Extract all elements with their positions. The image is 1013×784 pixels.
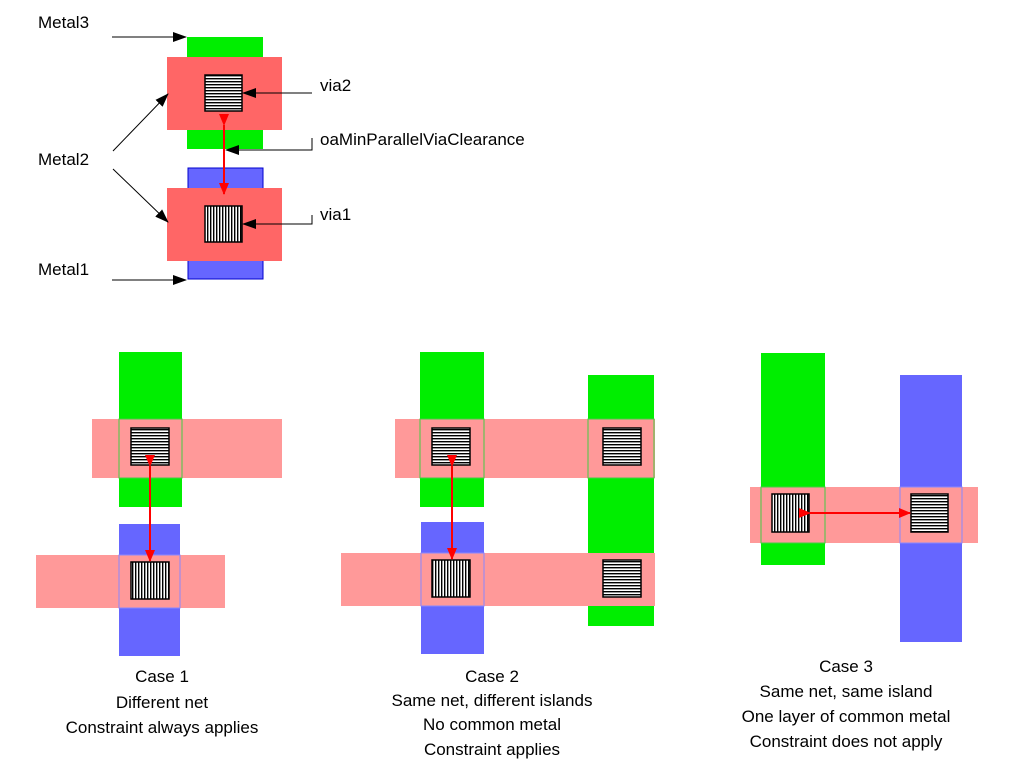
constraint-label: oaMinParallelViaClearance [320, 130, 525, 149]
case-3-figure: Case 3 Same net, same island One layer o… [742, 353, 978, 751]
case-1-metal2-upper [92, 419, 282, 478]
case-2-via2-right [602, 427, 642, 466]
case-3-via1 [771, 493, 810, 533]
case-2-line-1: Same net, different islands [392, 691, 593, 710]
case-2-via1 [431, 559, 471, 598]
case-1-line-1: Different net [116, 693, 209, 712]
case-2-line-2: No common metal [423, 715, 561, 734]
case-2-title: Case 2 [465, 667, 519, 686]
case-3-via2 [910, 493, 949, 533]
constraint-pointer [225, 138, 313, 155]
case-3-line-3: Constraint does not apply [750, 732, 943, 751]
metal2-lower-pointer [112, 168, 169, 223]
via1-label: via1 [320, 205, 351, 224]
via2-label: via2 [320, 76, 351, 95]
legend-stack: Metal3 Metal2 Metal1 via2 oaMinParallelV… [38, 13, 525, 285]
via1-shape [204, 205, 243, 243]
case-2-via2-left [431, 427, 471, 466]
case-1-via1 [130, 561, 170, 600]
case-1-figure: Case 1 Different net Constraint always a… [36, 352, 282, 737]
case-1-via2 [130, 427, 170, 466]
metal2-upper-pointer [112, 93, 169, 152]
case-3-title: Case 3 [819, 657, 873, 676]
case-2-via2-lower-right [602, 559, 642, 598]
metal1-label: Metal1 [38, 260, 89, 279]
via1-pointer [242, 215, 313, 229]
via2-shape [204, 74, 243, 112]
case-2-line-3: Constraint applies [424, 740, 560, 759]
case-2-figure: Case 2 Same net, different islands No co… [341, 352, 655, 759]
metal2-label: Metal2 [38, 150, 89, 169]
case-2-overlap-upper-right [587, 418, 655, 479]
case-1-line-2: Constraint always applies [66, 718, 259, 737]
case-1-title: Case 1 [135, 667, 189, 686]
case-3-line-1: Same net, same island [760, 682, 933, 701]
metal3-label: Metal3 [38, 13, 89, 32]
case-3-line-2: One layer of common metal [742, 707, 951, 726]
